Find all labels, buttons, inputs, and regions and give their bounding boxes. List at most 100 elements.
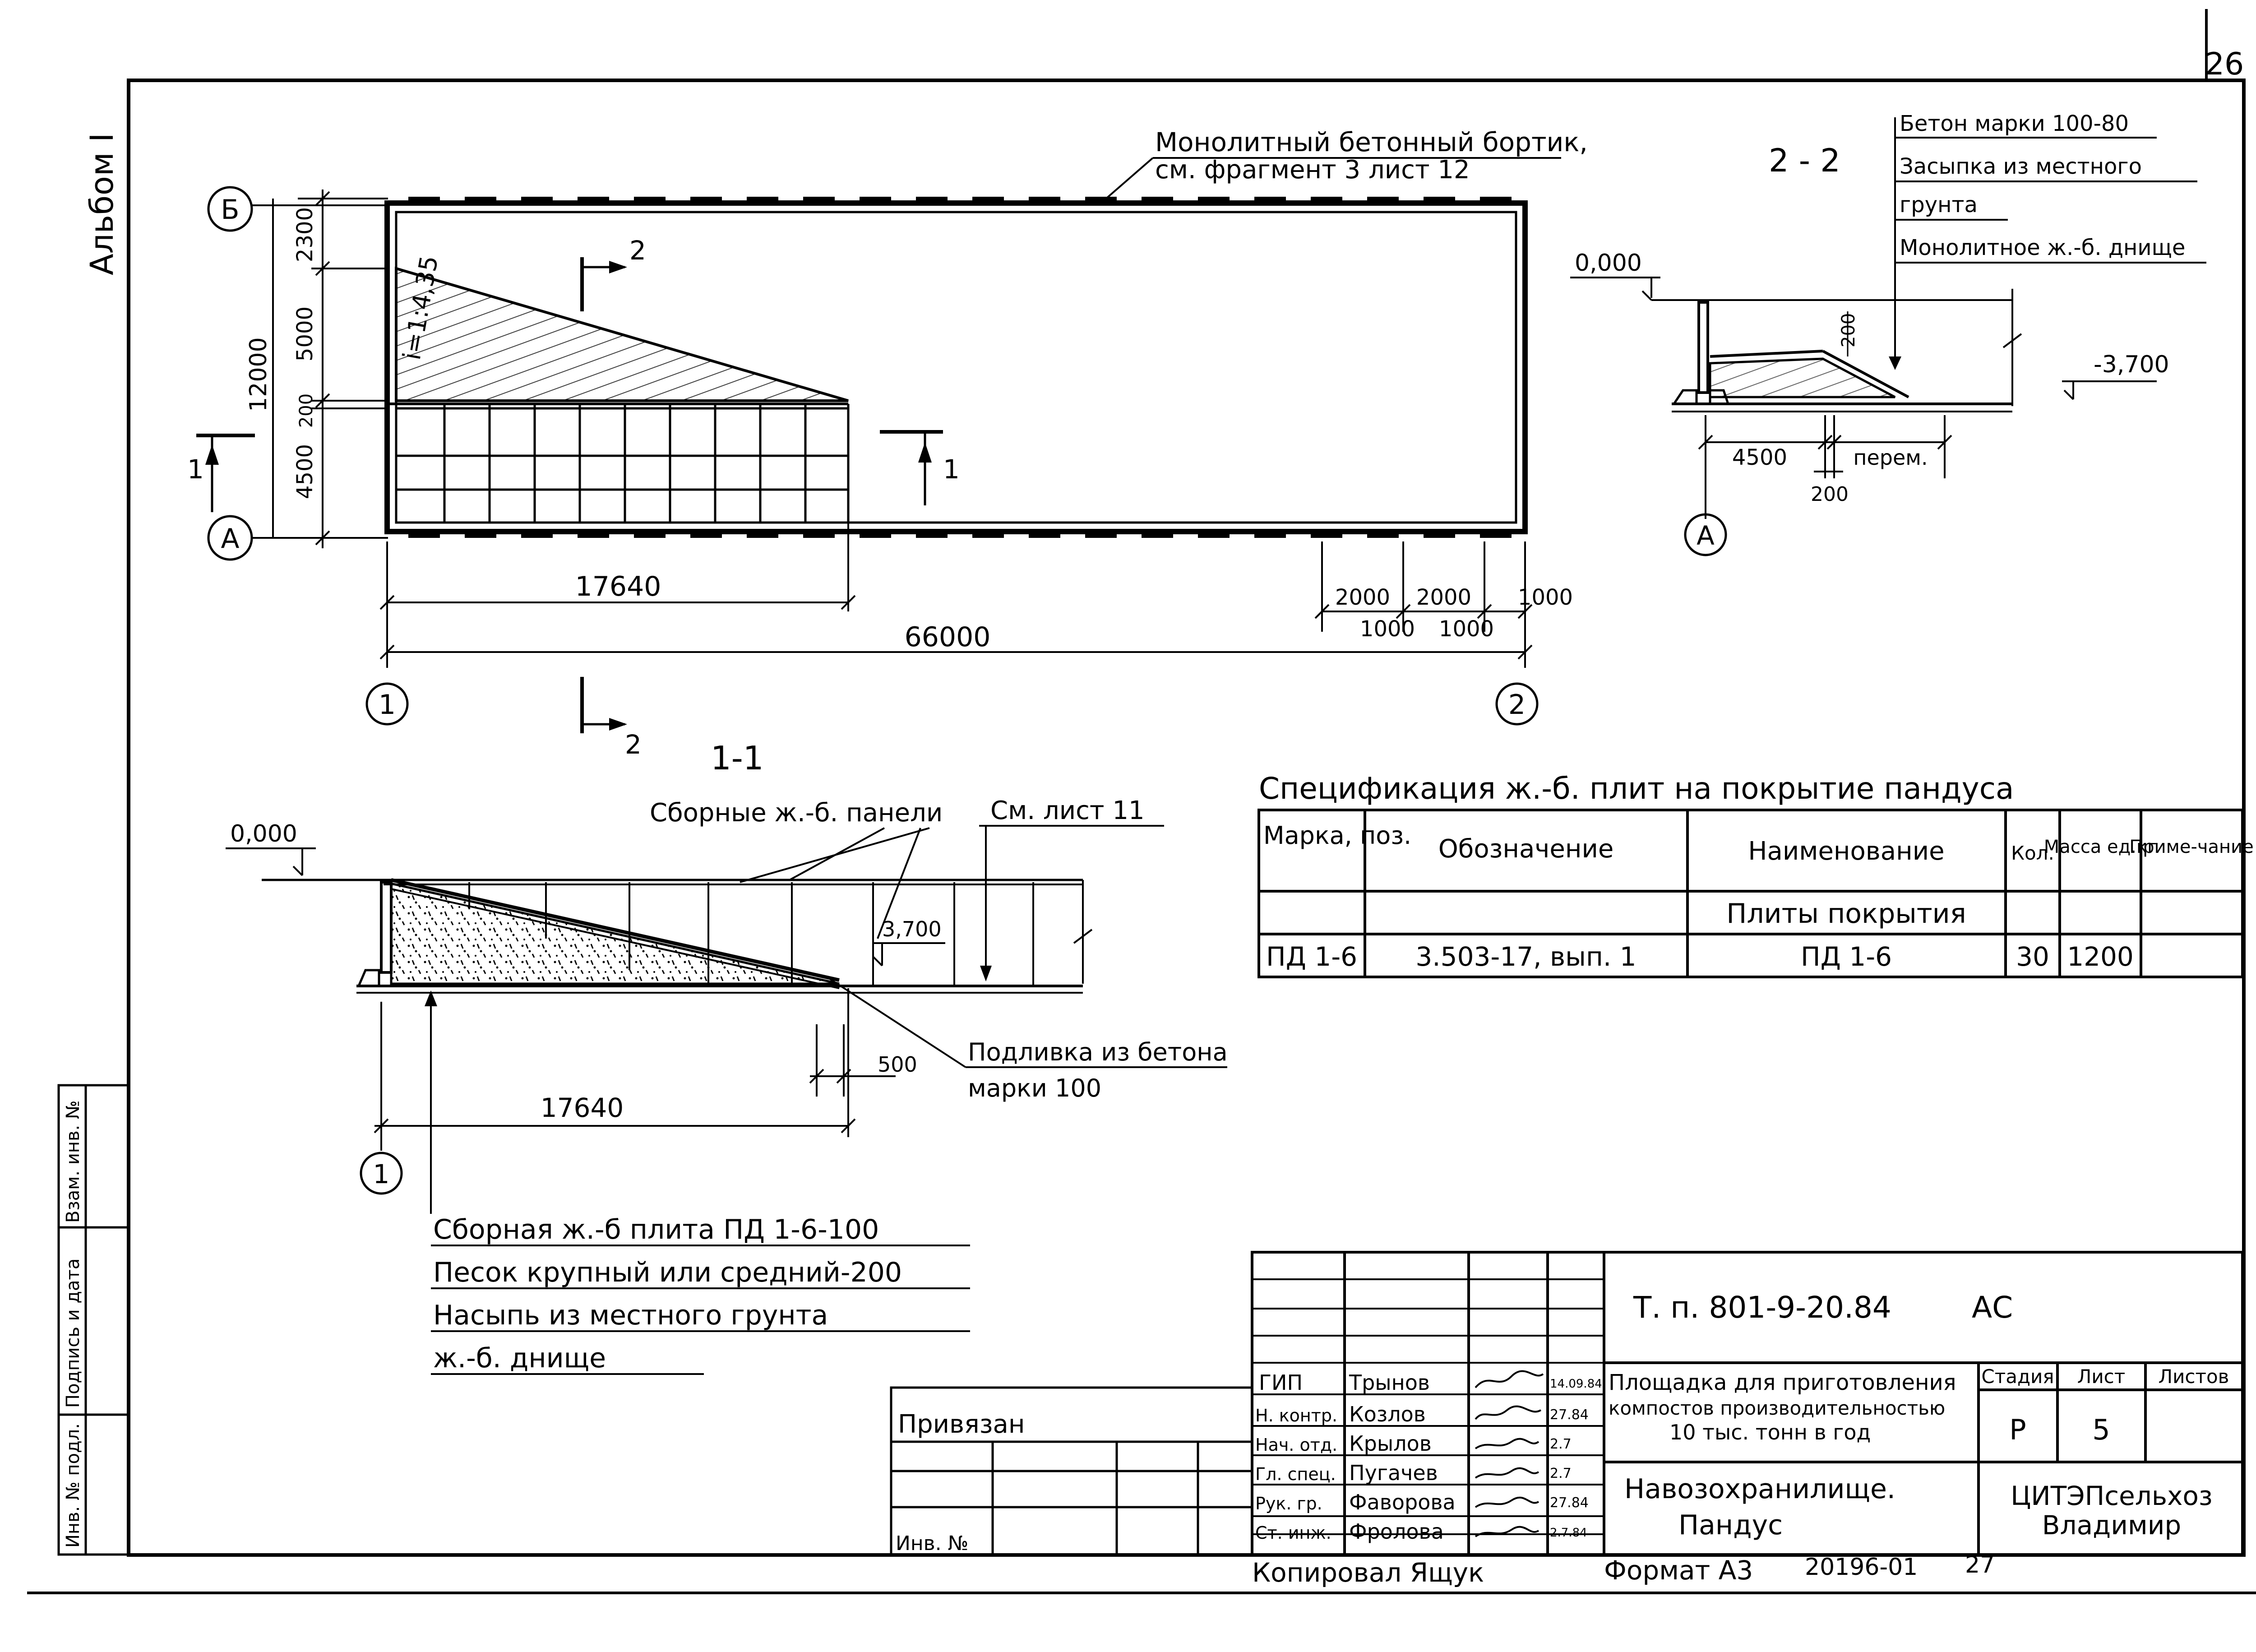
title-sheet: 5 [2092,1413,2110,1446]
section22-dim-200-vertical: 200 [1838,313,1859,347]
title-sheet-name-line1: Навозохранилище. [1624,1473,1895,1505]
dim-1000-right: 1000 [1518,585,1573,610]
section22-callout-soil: грунта [1900,192,1978,217]
section22-callout-backfill: Засыпка из местного [1900,154,2142,179]
title-code: Т. п. 801-9-20.84 [1633,1290,1891,1325]
dim-1000-b: 1000 [1439,616,1494,642]
section11-dim-500: 500 [878,1052,917,1077]
title-stage: Р [2009,1413,2026,1446]
left-stamp: Инв. № подл. Подпись и дата Взам. инв. № [57,1084,130,1556]
section22-callout-concrete: Бетон марки 100-80 [1900,111,2129,136]
section11-callout-grout-line2: марки 100 [968,1074,1101,1102]
spec-header-mass: Масса ед.кг [2044,837,2157,857]
staff-role-0: ГИП [1259,1370,1303,1395]
section22-level-bottom: -3,700 [2094,351,2169,378]
section11-callout-sheet: См. лист 11 [990,796,1145,825]
dim-4500: 4500 [292,444,318,499]
axis-2-label: 2 [1508,689,1526,721]
spec-row-designation: 3.503-17, вып. 1 [1415,941,1636,972]
staff-name-3: Пугачев [1349,1461,1438,1485]
staff-role-2: Нач. отд. [1255,1435,1337,1455]
extra-number: 27 [1965,1551,1995,1578]
section22-axis: А [1697,520,1715,551]
section-2-2: 2 - 2 0,000 200 -3,700 Бетон марки 100-8… [1570,111,2206,556]
staff-date-1: 27.84 [1550,1407,1589,1423]
section11-title: 1-1 [711,739,764,777]
layer-slab: Сборная ж.-б плита ПД 1-6-100 [433,1214,879,1245]
spec-header-designation: Обозначение [1438,834,1614,864]
title-project-line1: Площадка для приготовления [1609,1370,1956,1395]
plan-view: i=1:4,35 Б А [187,127,1588,760]
title-org-line2: Владимир [2042,1510,2181,1541]
section11-callout-panels: Сборные ж.-б. панели [650,798,943,828]
signatures [1475,1370,1544,1537]
dim-2300: 2300 [292,207,318,262]
dim-2000-a: 2000 [1335,585,1390,610]
section11-dim-17640: 17640 [541,1092,624,1123]
section11-axis: 1 [373,1159,390,1189]
format-label: Формат А3 [1604,1555,1753,1586]
section-mark-1-right: 1 [943,454,960,485]
section11-callout-grout-line1: Подливка из бетона [968,1038,1228,1066]
dim-2000-b: 2000 [1416,585,1471,610]
section11-level-top: 0,000 [230,820,297,847]
section22-dim-200: 200 [1811,483,1849,506]
staff-name-0: Трынов [1349,1370,1430,1395]
title-project-line3: 10 тыс. тонн в год [1669,1420,1871,1444]
title-sheets-header: Листов [2159,1365,2229,1388]
title-sheet-name-line2: Пандус [1678,1509,1783,1541]
title-sheet-header: Лист [2077,1365,2125,1388]
section22-title: 2 - 2 [1769,142,1840,179]
title-bound: Привязан [898,1410,1025,1439]
staff-date-2: 2.7 [1550,1436,1572,1452]
spec-group-row: Плиты покрытия [1726,898,1966,930]
title-mark: АС [1972,1290,2013,1325]
staff-role-4: Рук. гр. [1255,1494,1322,1513]
inventory-number: 20196-01 [1805,1554,1918,1581]
dim-1000-a: 1000 [1360,616,1415,642]
axis-a-label: А [221,523,239,555]
spec-row-name: ПД 1-6 [1801,941,1892,972]
axis-1-label: 1 [379,689,396,721]
section11-depth: 3,700 [882,917,942,941]
spec-row-mass: 1200 [2067,941,2134,972]
spec-header-note: Приме-чание [2129,837,2254,857]
section22-dim-perem: перем. [1853,445,1928,470]
dim-66000: 66000 [905,621,991,653]
dim-5000: 5000 [292,306,318,361]
spec-table: Спецификация ж.-б. плит на покрытие панд… [1257,771,2254,978]
page-number: 26 [2205,46,2244,82]
section22-callout-slab: Монолитное ж.-б. днище [1900,235,2185,260]
section22-dim-4500: 4500 [1732,445,1787,470]
section-mark-1-left: 1 [187,454,204,485]
left-stamp-signature: Подпись и дата [63,1259,83,1408]
staff-role-3: Гл. спец. [1255,1464,1336,1484]
staff-role-5: Ст. инж. [1255,1523,1331,1543]
staff-date-4: 27.84 [1550,1495,1589,1511]
staff-date-3: 2.7 [1550,1466,1572,1481]
spec-title: Спецификация ж.-б. плит на покрытие панд… [1259,771,2014,806]
spec-header-mark: Марка, поз. [1263,821,1411,850]
left-stamp-replace: Взам. инв. № [63,1100,83,1223]
album-label: Альбом I [83,133,120,275]
spec-row-mark: ПД 1-6 [1266,941,1357,972]
layer-sand: Песок крупный или средний-200 [433,1257,902,1288]
title-stage-header: Стадия [1981,1365,2054,1388]
layer-bottom-slab: ж.-б. днище [433,1342,606,1374]
layer-soil: Насыпь из местного грунта [433,1300,828,1331]
dim-200: 200 [296,393,317,428]
axis-b-label: Б [221,194,239,226]
board-note-line1: Монолитный бетонный бортик, [1155,127,1588,157]
title-block: Привязан Инв. № Т. п. 801-9-20.84 АС Пло… [890,1251,2244,1556]
spec-row-qty: 30 [2016,941,2049,972]
staff-date-5: 2.7.84 [1550,1526,1587,1540]
title-inv-no: Инв. № [896,1532,968,1555]
staff-name-5: Фролова [1349,1519,1444,1544]
spec-header-name: Наименование [1748,837,1944,866]
section22-level-top: 0,000 [1575,250,1642,277]
spec-header-qty: Кол. [2011,842,2054,864]
dim-12000: 12000 [245,337,272,412]
title-org-line1: ЦИТЭПсельхоз [2011,1481,2212,1511]
staff-role-1: Н. контр. [1255,1406,1337,1425]
